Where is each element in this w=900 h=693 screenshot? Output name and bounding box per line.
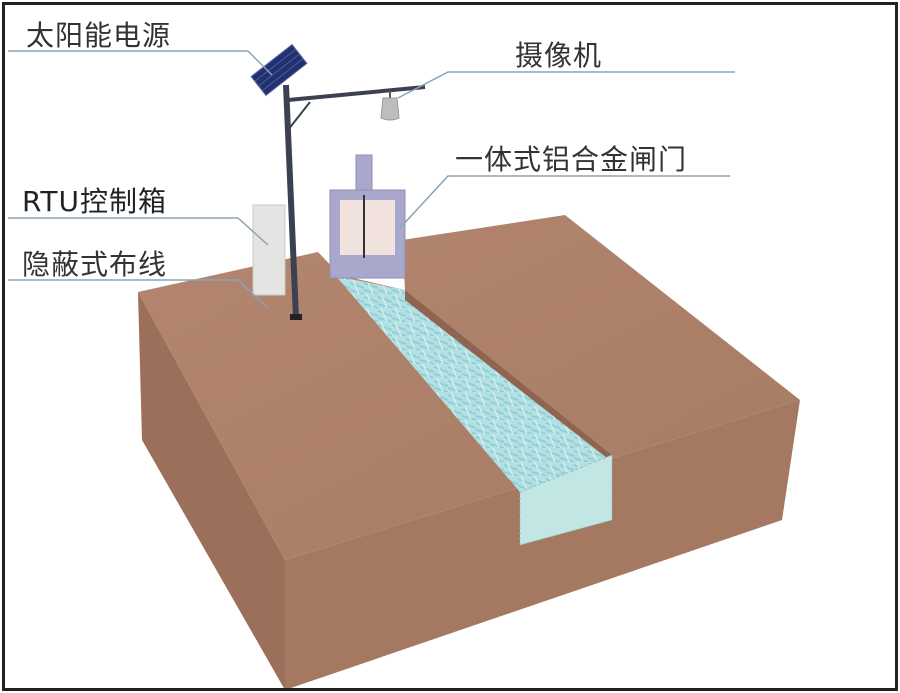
- label-rtu-box: RTU控制箱: [22, 185, 168, 218]
- pole: [283, 84, 299, 319]
- camera-arm: [287, 85, 426, 102]
- label-camera: 摄像机: [515, 39, 603, 72]
- canal-right-wall: [405, 290, 612, 462]
- ground-front-face: [285, 400, 800, 690]
- label-gate: 一体式铝合金闸门: [455, 143, 688, 176]
- rtu-box: [252, 204, 286, 296]
- canal-cross-section: [520, 455, 612, 545]
- ground-left-face: [138, 292, 285, 690]
- leader-lines: [8, 50, 735, 309]
- aluminum-gate: [329, 154, 406, 279]
- solar-panel: [250, 43, 308, 97]
- label-hidden-wiring: 隐蔽式布线: [22, 248, 168, 281]
- camera: [380, 90, 400, 121]
- canal-water: [336, 276, 612, 492]
- label-solar-power: 太阳能电源: [26, 19, 172, 52]
